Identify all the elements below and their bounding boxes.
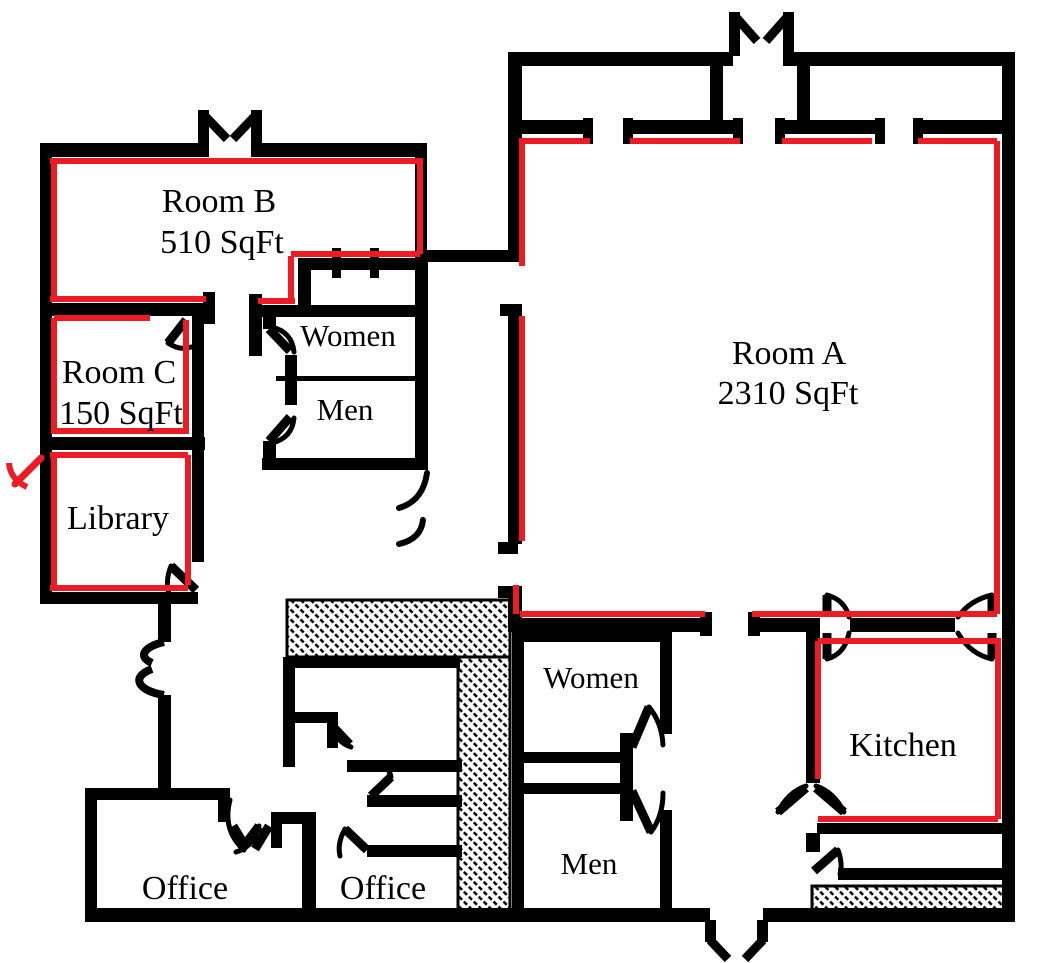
office-left-label: Office bbox=[142, 870, 228, 907]
room-c-label: Room C bbox=[62, 354, 176, 391]
room-a-label: Room A bbox=[732, 335, 847, 372]
hatched-corridor-horizontal bbox=[285, 598, 512, 659]
inner-vestibule-door-arc-icon bbox=[375, 761, 394, 780]
hatched-areas bbox=[285, 598, 1007, 915]
room-a-door-leaf-icon bbox=[762, 12, 793, 44]
walls bbox=[40, 12, 1015, 942]
room-a-kitchen-door1-arc-icon bbox=[824, 630, 852, 662]
storage-door-leaf-icon bbox=[811, 846, 841, 875]
men-upper-door-arc-icon bbox=[269, 415, 297, 446]
room-c-area: 150 SqFt bbox=[59, 395, 183, 432]
hatched-strip-bottom-right bbox=[810, 884, 1007, 912]
room-a-door-leaf-icon bbox=[730, 12, 761, 44]
office-center-door-arc-icon bbox=[336, 826, 348, 859]
kitchen-label: Kitchen bbox=[849, 727, 957, 764]
women-lower-door-arc-icon bbox=[646, 704, 666, 748]
room-a-area: 2310 SqFt bbox=[718, 375, 859, 412]
office-center-door-leaf-icon bbox=[341, 825, 371, 854]
men-upper-door-leaf-icon bbox=[265, 414, 294, 444]
entrance-door-leaf-icon bbox=[706, 936, 732, 963]
wall-break-icon bbox=[140, 638, 166, 667]
men-upper-label: Men bbox=[317, 392, 374, 427]
room-a-kitchen-door2-arc-icon bbox=[955, 630, 995, 662]
room-b-area: 510 SqFt bbox=[160, 224, 284, 261]
room-b-door-leaf-icon bbox=[199, 110, 231, 143]
men-lower-label: Men bbox=[561, 846, 618, 881]
door-swings bbox=[135, 12, 997, 963]
women-upper-door-leaf-icon bbox=[265, 325, 294, 355]
corridor-door-arc-icon bbox=[396, 470, 430, 511]
corridor-door-arc-icon bbox=[396, 517, 426, 547]
closet-door-arc-icon bbox=[330, 723, 354, 750]
women-lower-label: Women bbox=[543, 660, 639, 695]
office-passage-door-arc-icon bbox=[233, 823, 262, 855]
inner-vestibule-door-leaf-icon bbox=[367, 773, 395, 800]
library-door-arc-icon bbox=[164, 563, 174, 597]
hatched-corridor-vertical bbox=[456, 655, 512, 915]
library-label: Library bbox=[67, 500, 169, 537]
room-b-label: Room B bbox=[162, 183, 276, 220]
men-lower-door-arc-icon bbox=[648, 790, 666, 835]
kitchen-west-door-arc-icon bbox=[813, 783, 847, 815]
men-lower-door-leaf-icon bbox=[627, 789, 656, 834]
office-left-door-leaf-icon bbox=[251, 823, 273, 852]
kitchen-west-door-arc-icon bbox=[775, 783, 809, 815]
room-labels: Room B 510 SqFt Room C 150 SqFt Library … bbox=[59, 183, 957, 907]
highlight-outlines bbox=[6, 138, 1001, 822]
room-b-door-leaf-icon bbox=[229, 110, 261, 143]
room-c-door-arc-icon bbox=[165, 340, 194, 351]
library-door-leaf-icon bbox=[167, 562, 200, 594]
entrance-door-leaf-icon bbox=[741, 936, 767, 963]
wall-break-icon bbox=[135, 665, 165, 699]
women-lower-door-leaf-icon bbox=[627, 705, 654, 749]
storage-door-arc-icon bbox=[835, 847, 844, 877]
women-upper-label: Women bbox=[300, 318, 396, 353]
office-center-label: Office bbox=[340, 870, 426, 907]
library-red-door-arc-icon bbox=[6, 462, 29, 490]
women-upper-door-arc-icon bbox=[269, 324, 297, 355]
